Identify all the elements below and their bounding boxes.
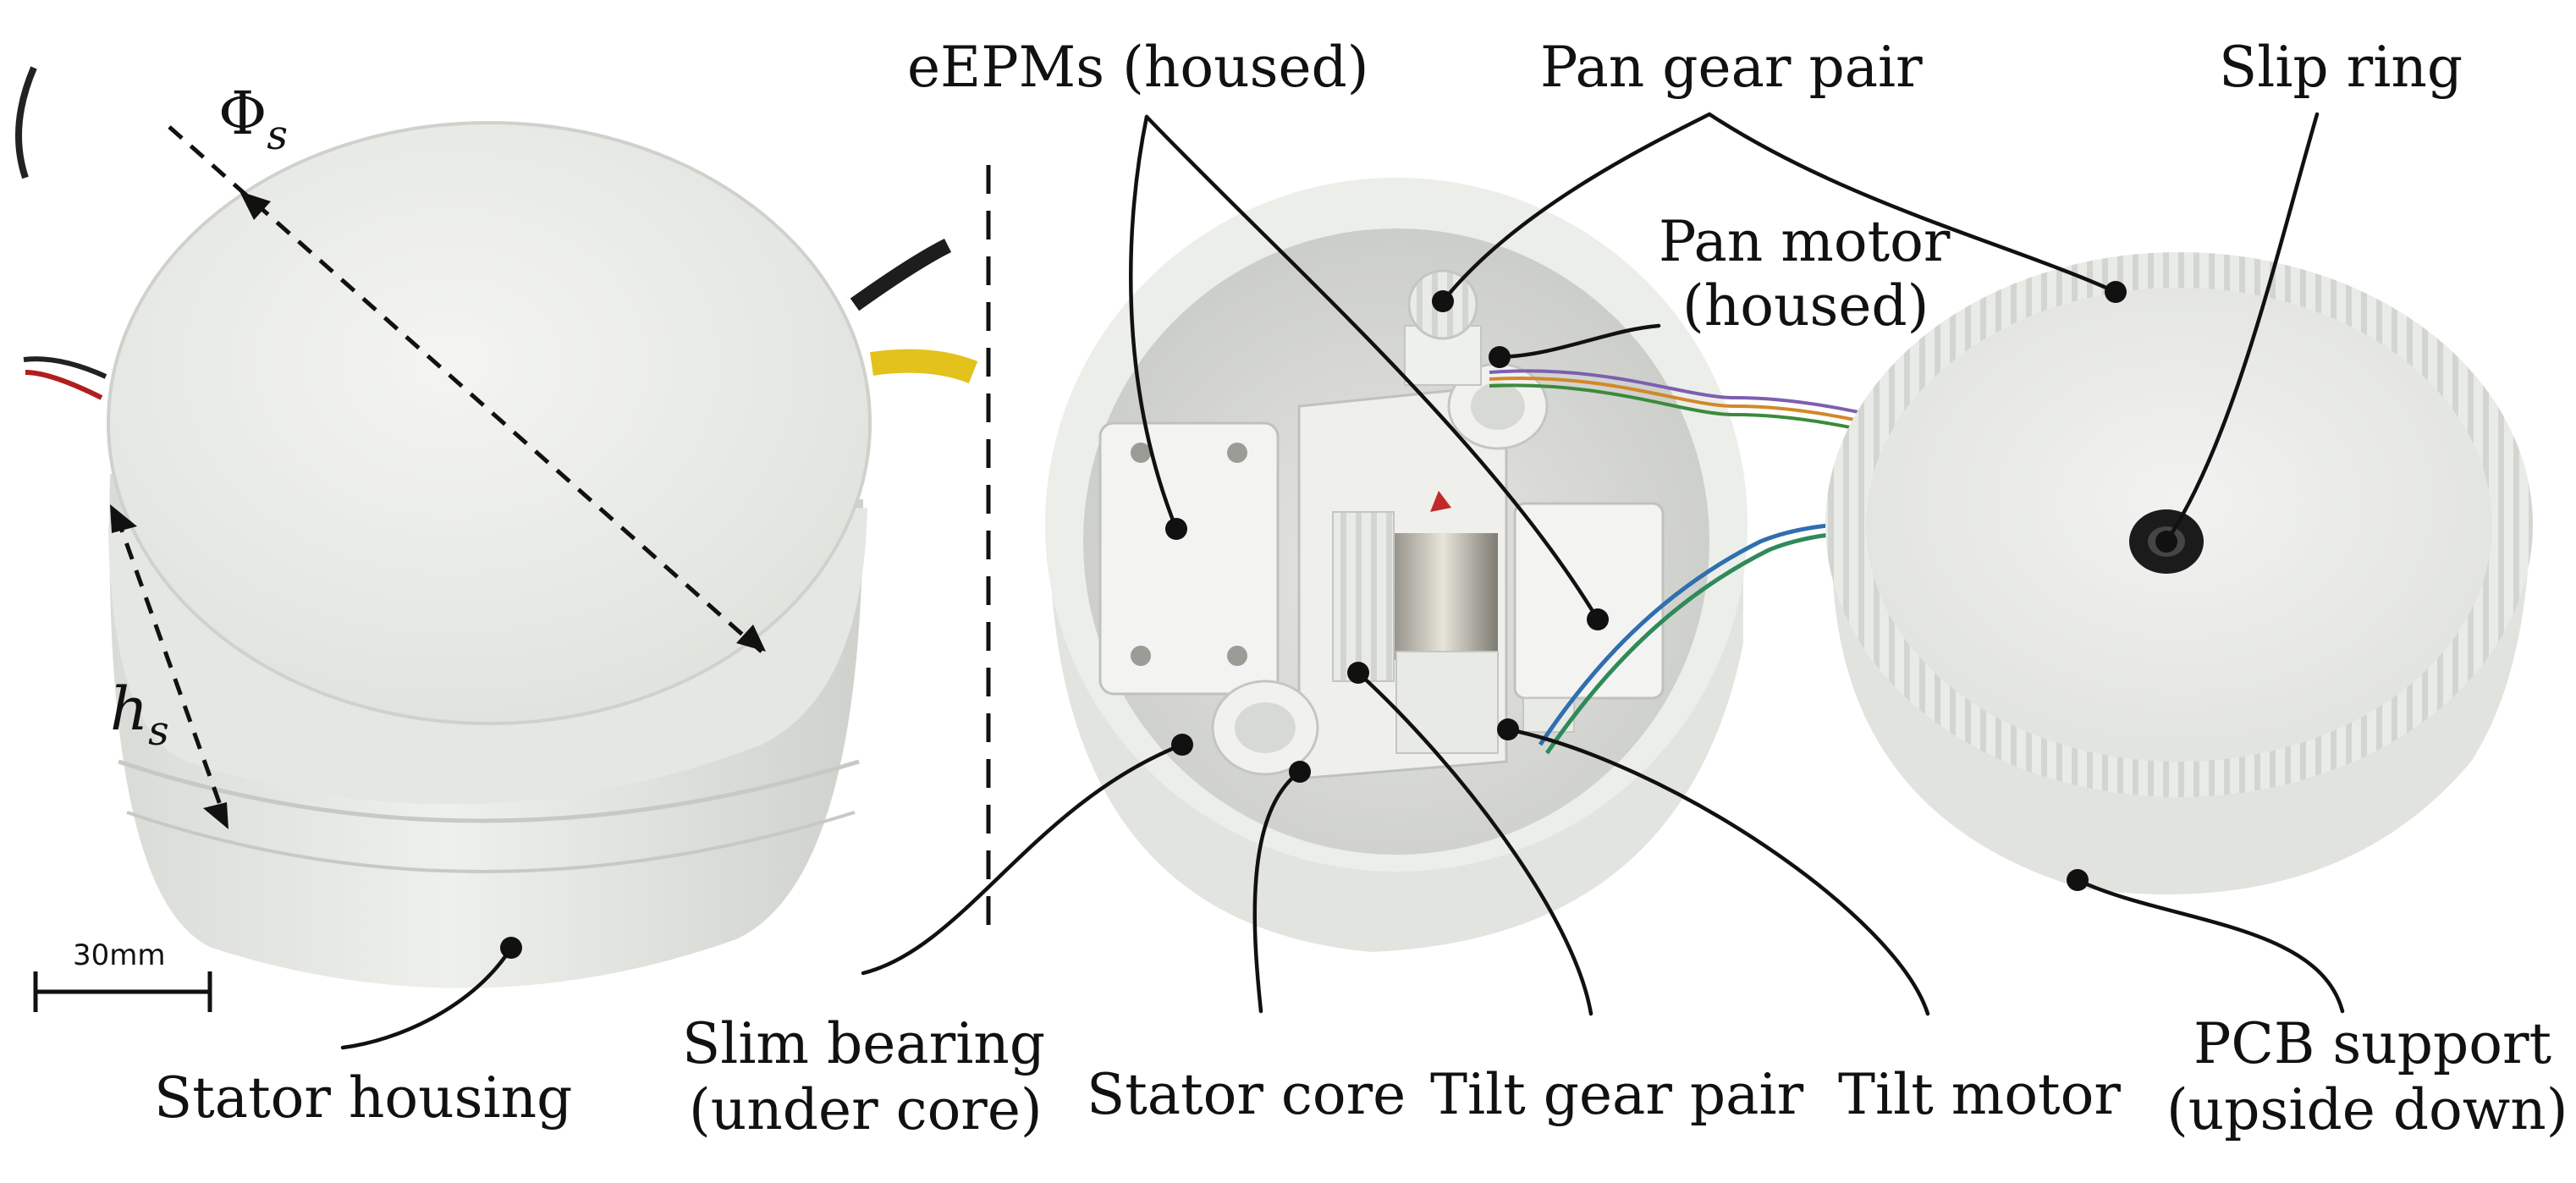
- label-eepms: eEPMs (housed): [907, 35, 1369, 100]
- height-dimension: hs: [110, 504, 228, 829]
- arrowhead-icon: [736, 625, 766, 652]
- label-pan-motor-line2: (housed): [1682, 273, 1929, 338]
- callout-pcb-support: PCB support (upside down): [2067, 869, 2568, 1142]
- callout-pan-gear-pair: Pan gear pair: [1432, 35, 2127, 312]
- label-pan-motor-line1: Pan motor: [1659, 209, 1951, 274]
- label-pan-gear-pair: Pan gear pair: [1540, 35, 1923, 100]
- label-tilt-gear-pair: Tilt gear pair: [1430, 1062, 1804, 1127]
- callout-pan-motor: Pan motor (housed): [1489, 209, 1951, 368]
- callout-stator-housing: Stator housing: [154, 937, 572, 1131]
- label-slip-ring: Slip ring: [2219, 35, 2463, 100]
- arrowhead-icon: [239, 191, 271, 220]
- label-tilt-motor: Tilt motor: [1838, 1062, 2121, 1127]
- label-stator-core: Stator core: [1087, 1062, 1406, 1127]
- callout-stator-core: Stator core: [1087, 761, 1406, 1127]
- arrowhead-icon: [110, 504, 137, 533]
- height-symbol: hs: [110, 674, 169, 755]
- label-pcb-support-line1: PCB support: [2193, 1011, 2551, 1076]
- diameter-dimension: Φs: [168, 79, 766, 653]
- scale-bar-label: 30mm: [73, 938, 166, 972]
- callout-eepms: eEPMs (housed): [907, 35, 1609, 630]
- callout-tilt-gear-pair: Tilt gear pair: [1347, 662, 1804, 1127]
- stator-bowl-photo: [1045, 178, 2167, 952]
- callout-tilt-motor: Tilt motor: [1497, 718, 2121, 1127]
- label-slim-bearing-line1: Slim bearing: [682, 1011, 1045, 1076]
- label-slim-bearing-line2: (under core): [689, 1077, 1043, 1142]
- callout-slim-bearing: Slim bearing (under core): [682, 734, 1193, 1142]
- pcb-support-photo: [1825, 252, 2533, 894]
- arrowhead-icon: [203, 802, 228, 829]
- label-stator-housing: Stator housing: [154, 1065, 572, 1131]
- diameter-symbol: Φs: [218, 79, 288, 159]
- callout-slip-ring: Slip ring: [2155, 35, 2463, 553]
- label-pcb-support-line2: (upside down): [2166, 1077, 2568, 1142]
- scale-bar: 30mm: [33, 938, 212, 1012]
- stator-housing-photo: [15, 66, 978, 988]
